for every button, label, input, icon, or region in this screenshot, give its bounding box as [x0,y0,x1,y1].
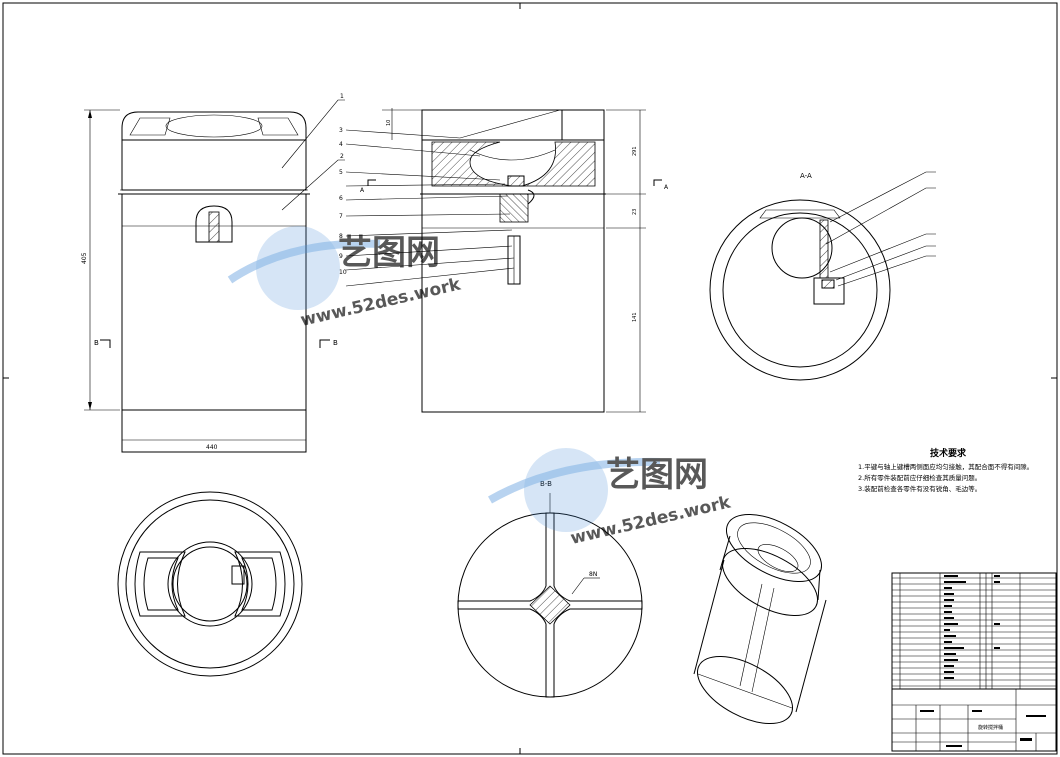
callout-7: 7 [339,213,343,220]
dim-gap: 23 [632,209,638,215]
callout-9: 9 [339,253,343,260]
section-aa-label: A-A [800,172,812,180]
watermark-globe-icon [524,448,608,532]
section-a-marker-left: A [360,187,365,194]
callout-4: 4 [339,141,343,148]
drawing-title: 旋转搅拌桶 [978,724,1003,731]
weld-note: 8N [589,571,597,578]
section-a-marker-right: A [664,184,669,191]
title-block: 旋转搅拌桶 [891,688,1057,752]
section-marker-left: B [94,339,99,347]
callout-5: 5 [339,169,343,176]
callout-3: 3 [339,127,343,134]
dim-height-upper: 291 [632,146,638,156]
callout-10: 10 [339,269,347,276]
front-view: B B 405 440 1 2 [81,93,345,453]
callout-2: 2 [340,153,344,160]
callout-8: 8 [339,233,343,240]
section-bb-view: B-B 8N [457,480,643,698]
watermark-globe-icon [256,226,340,310]
dim-total-height: 405 [81,252,88,264]
watermark-brand-2: 艺图网 [606,455,708,495]
technical-note-2: 2.所有零件装配前应仔细检查其质量问题。 [858,474,982,482]
bom-table [891,572,1057,690]
section-marker-right: B [333,339,338,347]
side-section-view: 3 4 5 6 7 8 9 10 10 291 23 141 A A [339,108,669,413]
frame-center-marks [3,3,1057,754]
section-aa-view: A-A [709,171,936,381]
watermark-1: 艺图网 www.52des.work [227,226,463,331]
technical-requirements: 技术要求 1.平键与轴上键槽两侧面应均匀接触，其配合面不得有间隙。 2.所有零件… [858,446,1058,495]
section-bb-label: B-B [540,480,552,488]
watermark-brand-1: 艺图网 [338,233,440,273]
top-view [117,491,303,677]
callout-6: 6 [339,195,343,202]
watermark-2: 艺图网 www.52des.work [488,448,733,549]
technical-note-1: 1.平键与轴上键槽两侧面应均匀接触，其配合面不得有间隙。 [858,463,1034,471]
dim-top-gap: 10 [386,120,392,126]
technical-note-3: 3.装配前检查各零件有没有锐角、毛边等。 [858,485,982,493]
dim-width: 440 [206,444,218,451]
callout-1: 1 [340,93,344,100]
isometric-view [693,513,827,725]
technical-requirements-title: 技术要求 [929,449,966,459]
dim-height-lower: 141 [632,312,638,322]
